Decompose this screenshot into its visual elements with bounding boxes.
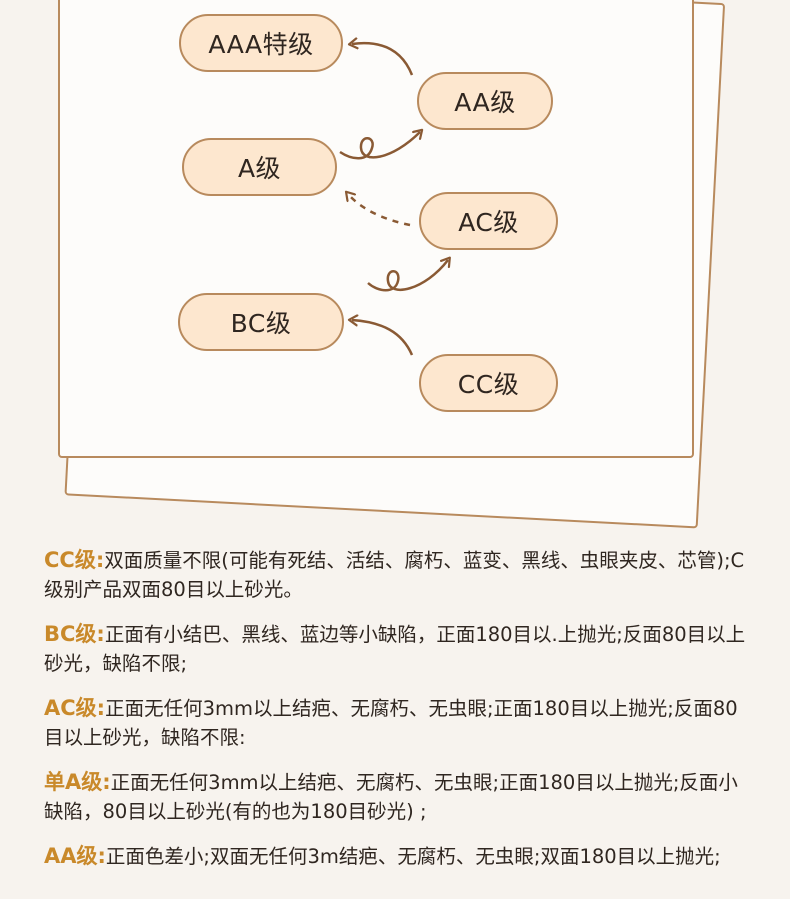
- description-label: CC级:: [44, 548, 105, 572]
- description-cc: CC级:双面质量不限(可能有死结、活结、腐朽、蓝变、黑线、虫眼夹皮、芯管);C级…: [44, 546, 756, 604]
- level-ac: AC级: [419, 192, 558, 250]
- description-single-a: 单A级:正面无任何3mm以上结疤、无腐朽、无虫眼;正面180目以上抛光;反面小缺…: [44, 768, 756, 826]
- description-text: 正面无任何3mm以上结疤、无腐朽、无虫眼;正面180目以上抛光;反面80目以上砂…: [44, 697, 738, 749]
- arrow-bc-to-ac: [367, 260, 448, 292]
- description-text: 正面有小结巴、黑线、蓝边等小缺陷，正面180目以.上抛光;反面80目以上砂光，缺…: [44, 623, 746, 675]
- description-aa: AA级:正面色差小;双面无任何3m结疤、无腐朽、无虫眼;双面180目以上抛光;: [44, 842, 756, 871]
- description-text: 双面质量不限(可能有死结、活结、腐朽、蓝变、黑线、虫眼夹皮、芯管);C级别产品双…: [44, 549, 745, 601]
- description-bc: BC级:正面有小结巴、黑线、蓝边等小缺陷，正面180目以.上抛光;反面80目以上…: [44, 620, 756, 678]
- description-label: 单A级:: [44, 770, 111, 794]
- grade-flow-arrows: [339, 0, 790, 356]
- description-label: BC级:: [44, 622, 105, 646]
- description-text: 正面无任何3mm以上结疤、无腐朽、无虫眼;正面180目以上抛光;反面小缺陷，80…: [44, 771, 738, 823]
- diagram-card: [58, 0, 694, 458]
- level-aa: AA级: [417, 72, 553, 130]
- level-aaa: AAA特级: [179, 14, 343, 72]
- arrow-a-to-aa: [339, 132, 420, 160]
- description-label: AC级:: [44, 696, 106, 720]
- description-label: AA级:: [44, 844, 106, 868]
- level-bc: BC级: [178, 293, 344, 351]
- description-ac: AC级:正面无任何3mm以上结疤、无腐朽、无虫眼;正面180目以上抛光;反面80…: [44, 694, 756, 752]
- arrow-cc-to-bc: [352, 320, 414, 356]
- level-cc: CC级: [419, 354, 558, 412]
- level-a: A级: [182, 138, 337, 196]
- arrow-ac-to-a: [348, 194, 411, 227]
- arrow-aa-to-aaa: [352, 43, 414, 76]
- description-text: 正面色差小;双面无任何3m结疤、无腐朽、无虫眼;双面180目以上抛光;: [105, 845, 721, 868]
